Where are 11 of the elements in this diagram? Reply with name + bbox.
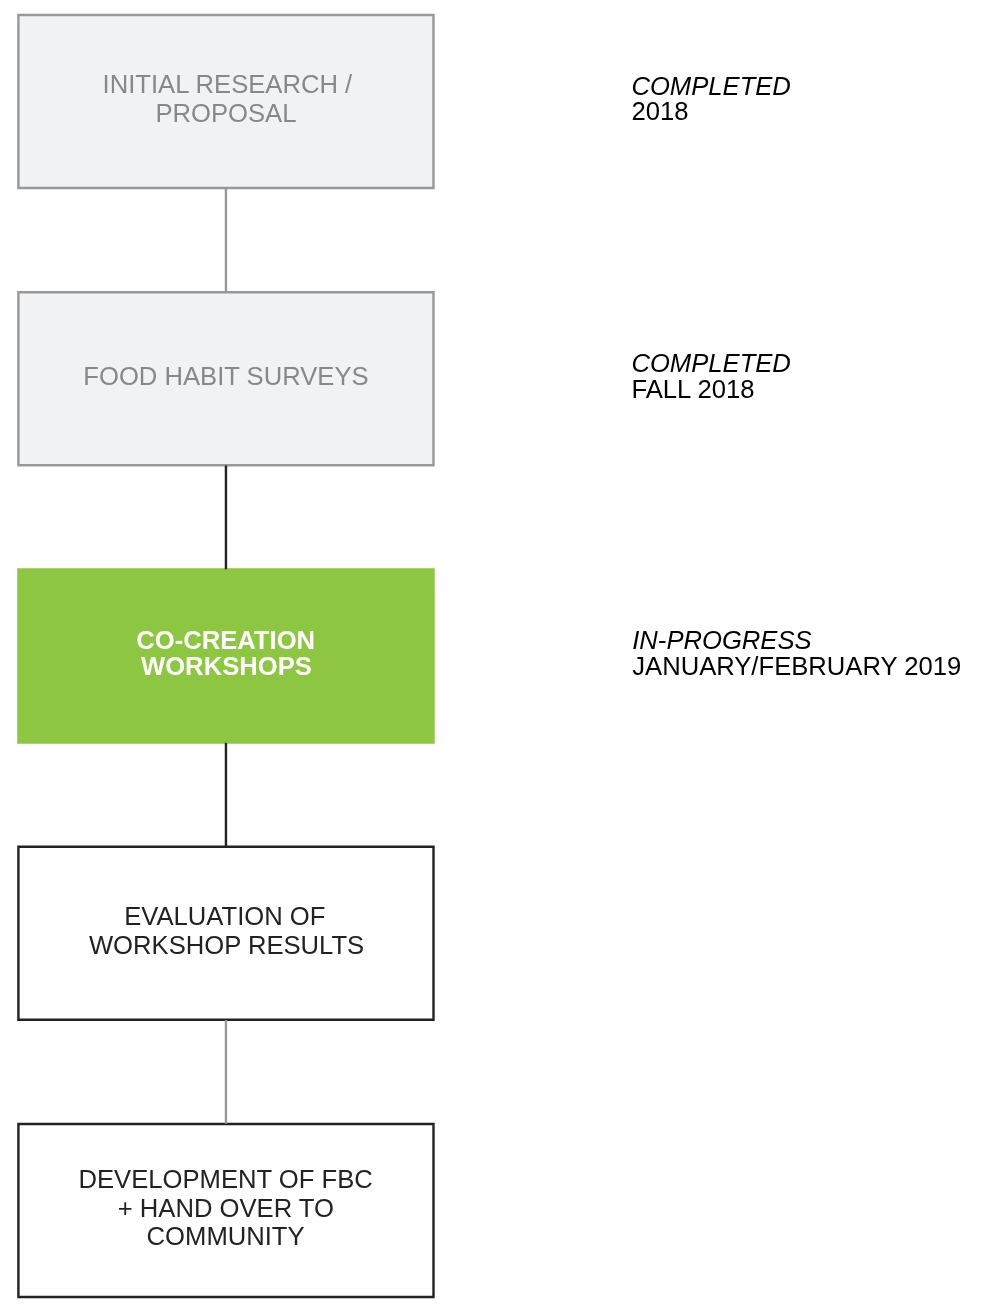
- connector: [224, 188, 228, 292]
- connector: [224, 465, 228, 570]
- node-box: EVALUATION OF WORKSHOP RESULTS: [17, 845, 435, 1021]
- node-label: COMPLETED: [631, 71, 791, 100]
- node-box: CO-CREATION WORKSHOPS: [17, 568, 435, 744]
- node-box: DEVELOPMENT OF FBC + HAND OVER TO COMMUNITY: [17, 1122, 435, 1299]
- node-box: INITIAL RESEARCH / PROPOSAL: [17, 13, 435, 190]
- connector: [224, 1020, 228, 1124]
- node-box: FOOD HABIT SURVEYS: [17, 291, 435, 467]
- node-label: 2018: [631, 97, 689, 126]
- connector: [224, 742, 228, 847]
